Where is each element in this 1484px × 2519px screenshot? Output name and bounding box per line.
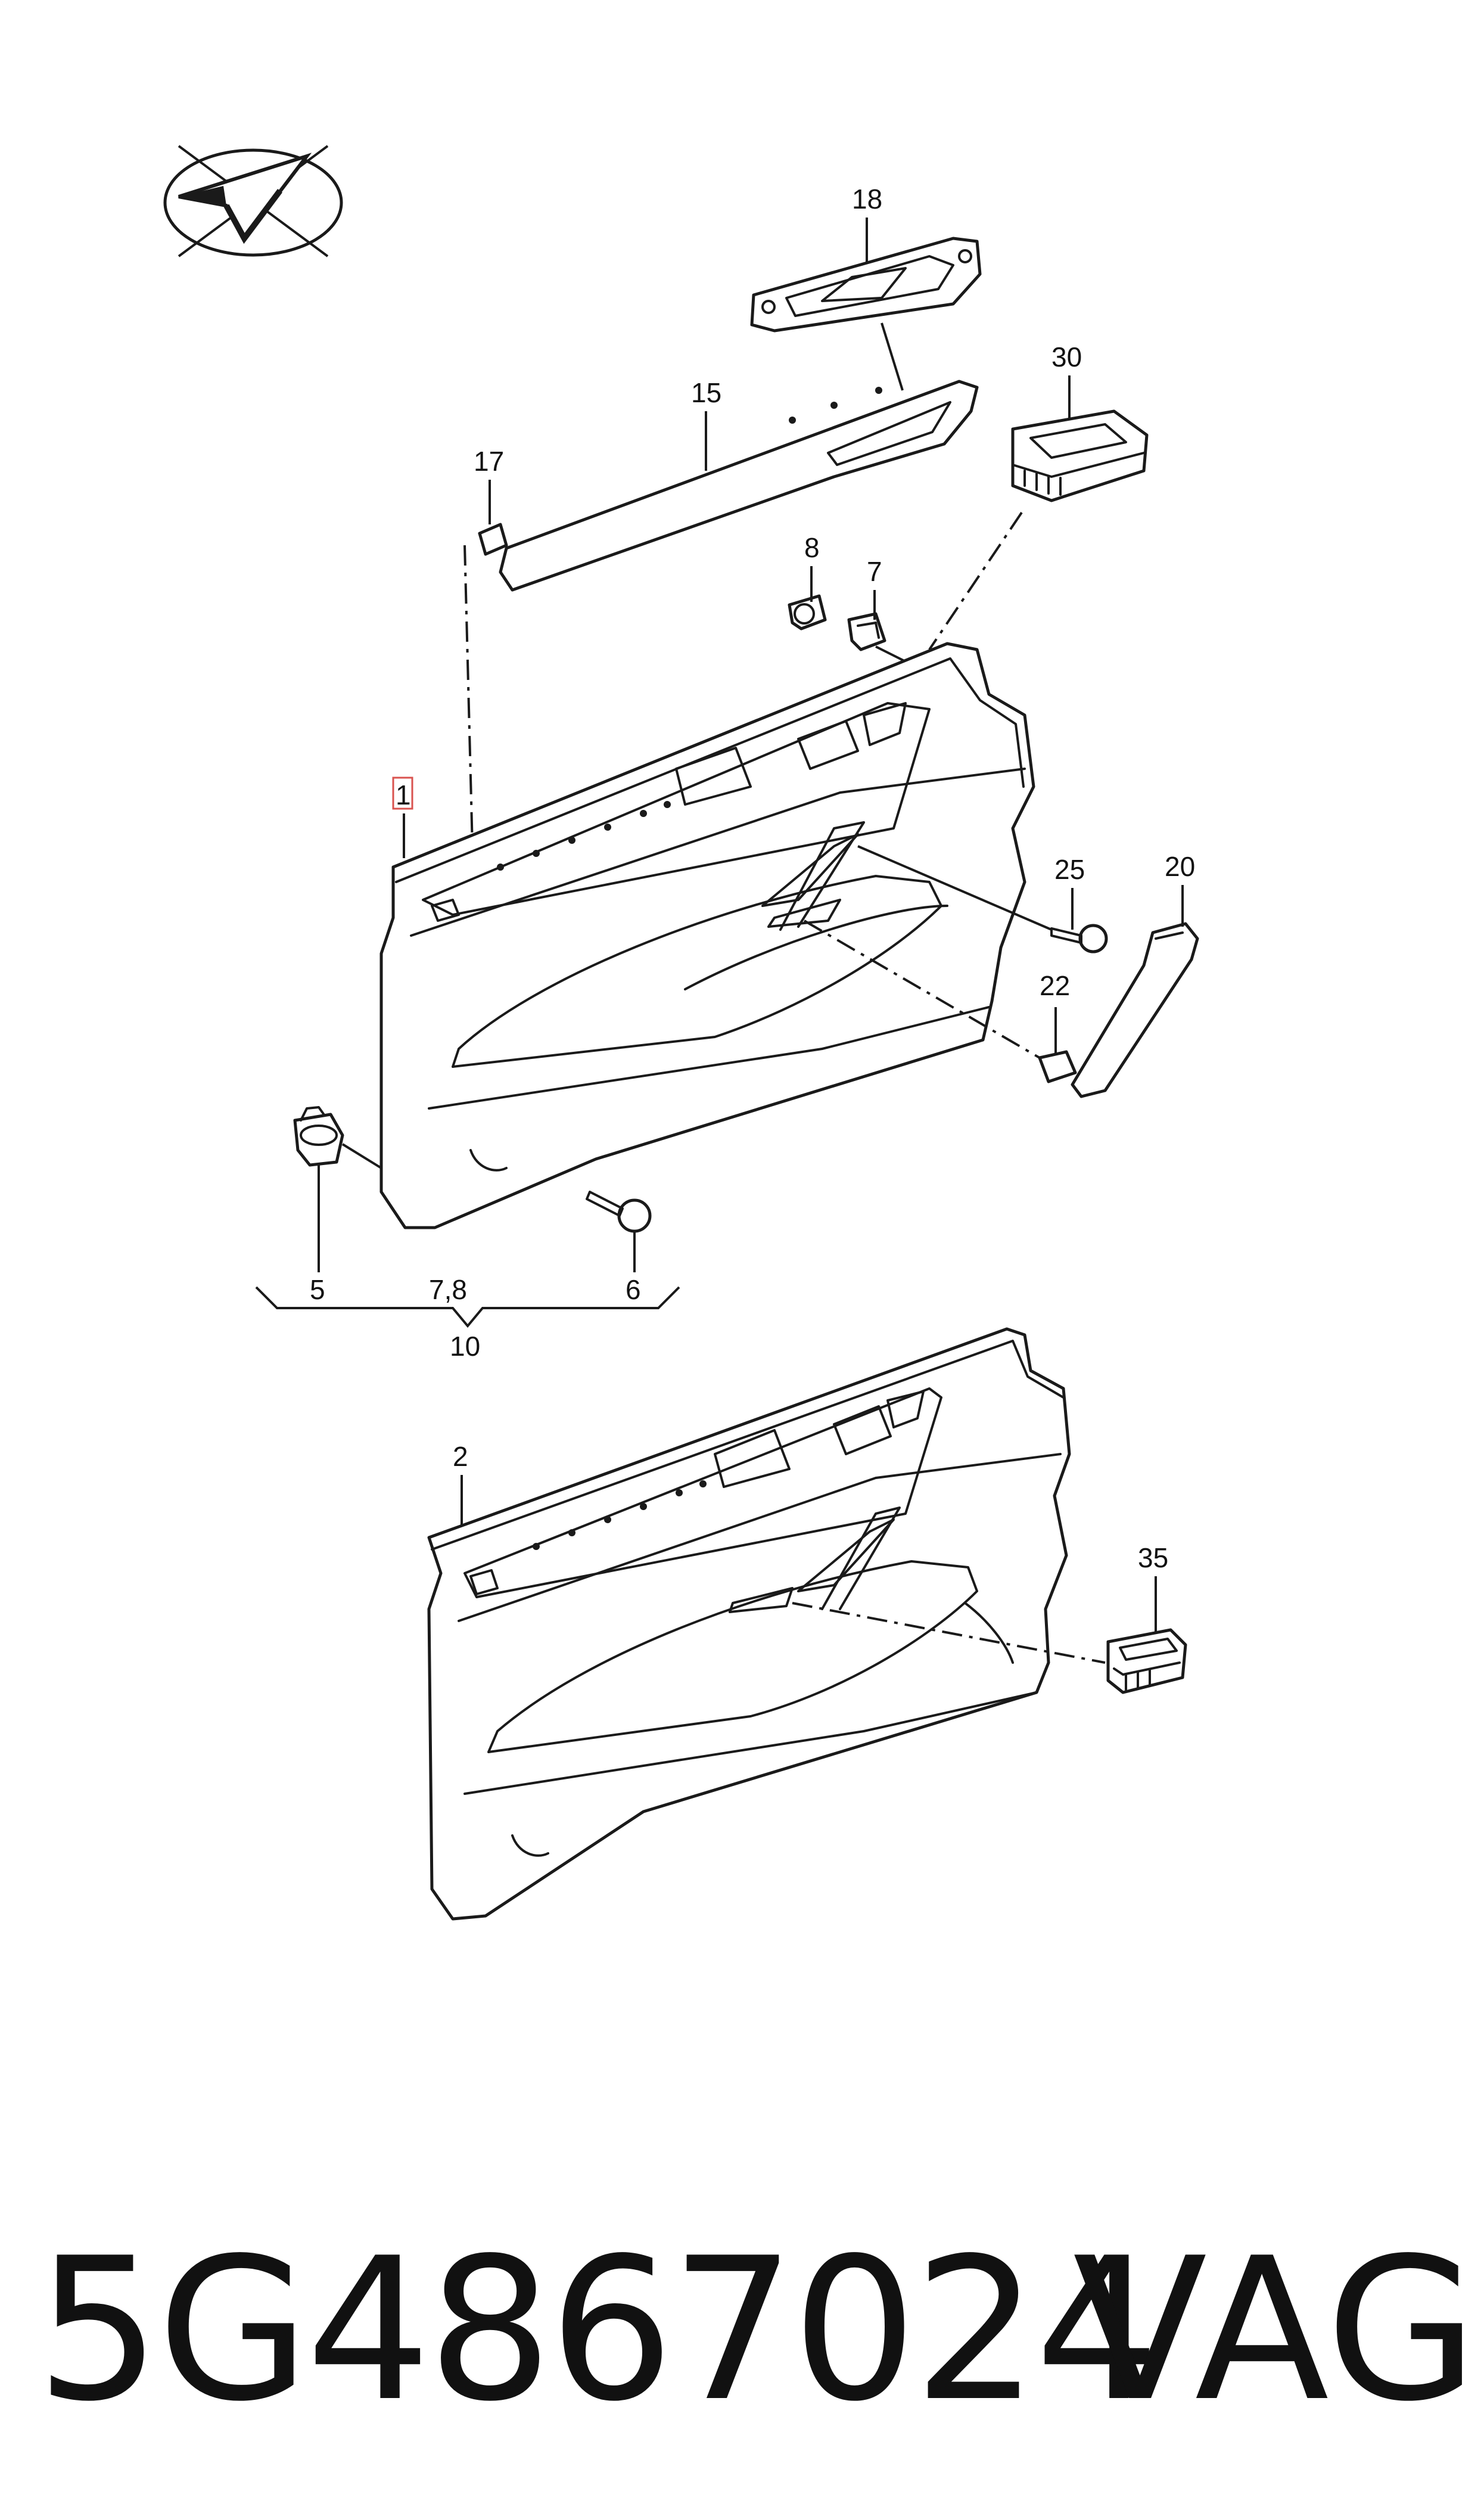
part-number: 5G4867024 [36, 2216, 1160, 2445]
callout-5: 5 [310, 1274, 325, 1305]
part-30-window-switch [1011, 409, 1149, 502]
callout-7: 7 [867, 556, 882, 587]
part-6-screw [586, 1191, 652, 1233]
part-25-screw [1050, 924, 1108, 953]
callout-1: 1 [396, 779, 411, 810]
callout-18: 18 [852, 184, 882, 215]
logo-icon [163, 145, 343, 257]
callout-25: 25 [1054, 854, 1085, 885]
part-2-door-trim-panel [427, 1327, 1071, 1921]
exploded-parts-diagram: 18 15 17 30 8 7 [163, 145, 1199, 1921]
callout-35: 35 [1138, 1542, 1168, 1573]
callout-20: 20 [1165, 851, 1195, 882]
part-15-trim-strip [499, 380, 979, 592]
callout-7-8: 7,8 [429, 1274, 467, 1305]
part-17-clip [478, 523, 508, 556]
callout-10: 10 [450, 1331, 480, 1362]
part-18-door-handle [750, 237, 982, 333]
part-22-clip [1038, 1050, 1077, 1083]
part-8-clip [788, 594, 827, 630]
callout-22: 22 [1040, 970, 1070, 1001]
part-35-switch [1106, 1628, 1187, 1694]
callout-2: 2 [453, 1441, 468, 1472]
group-bracket [255, 1286, 680, 1328]
part-5-clip [293, 1106, 344, 1167]
callout-8: 8 [804, 532, 820, 563]
part-20-pull-handle-trim [1071, 922, 1199, 1098]
callout-6: 6 [626, 1274, 641, 1305]
brand-name: VAG [1072, 2216, 1478, 2445]
callout-15: 15 [691, 377, 721, 408]
callout-1-highlight-box [392, 776, 413, 810]
callout-30: 30 [1051, 341, 1082, 372]
callout-17: 17 [474, 446, 504, 477]
part-1-door-trim-panel [379, 642, 1035, 1229]
part-7-clip [847, 612, 886, 651]
